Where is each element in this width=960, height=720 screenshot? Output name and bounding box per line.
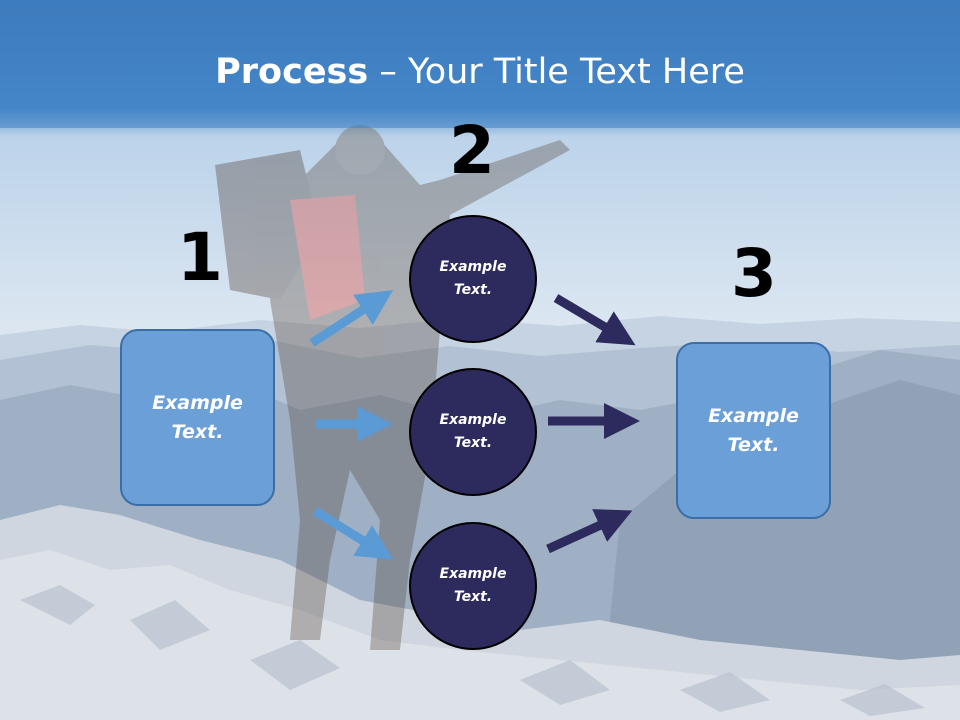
circle-top-line1: Example (439, 259, 507, 275)
arrow-box1-to-circle-bottom (312, 507, 394, 560)
step-number-2: 2 (449, 112, 495, 189)
step-box-3-line2: Text. (727, 433, 780, 456)
title-bold: Process (215, 52, 369, 92)
circle-bottom-line2: Text. (453, 589, 493, 605)
step-number-1: 1 (177, 219, 223, 296)
circle-top: Example Text. (409, 215, 537, 343)
circle-bottom-line1: Example (439, 566, 507, 582)
step-box-1: Example Text. (120, 329, 275, 506)
step-box-1-line2: Text. (171, 420, 224, 443)
slide-title: Process – Your Title Text Here (0, 52, 960, 92)
arrow-circle-bottom-to-box3 (546, 509, 633, 554)
arrow-box1-to-circle-top (309, 290, 394, 347)
arrow-circle-top-to-box3 (553, 294, 636, 346)
circle-middle-line1: Example (439, 412, 507, 428)
step-box-3: Example Text. (676, 342, 831, 519)
step-box-3-line1: Example (708, 404, 799, 427)
circle-middle-line2: Text. (453, 435, 493, 451)
circle-middle: Example Text. (409, 368, 537, 496)
step-number-3: 3 (731, 235, 777, 312)
title-separator: – (368, 52, 408, 92)
circle-top-line2: Text. (453, 282, 493, 298)
circle-bottom: Example Text. (409, 522, 537, 650)
step-box-1-line1: Example (152, 391, 243, 414)
title-rest: Your Title Text Here (407, 52, 745, 92)
